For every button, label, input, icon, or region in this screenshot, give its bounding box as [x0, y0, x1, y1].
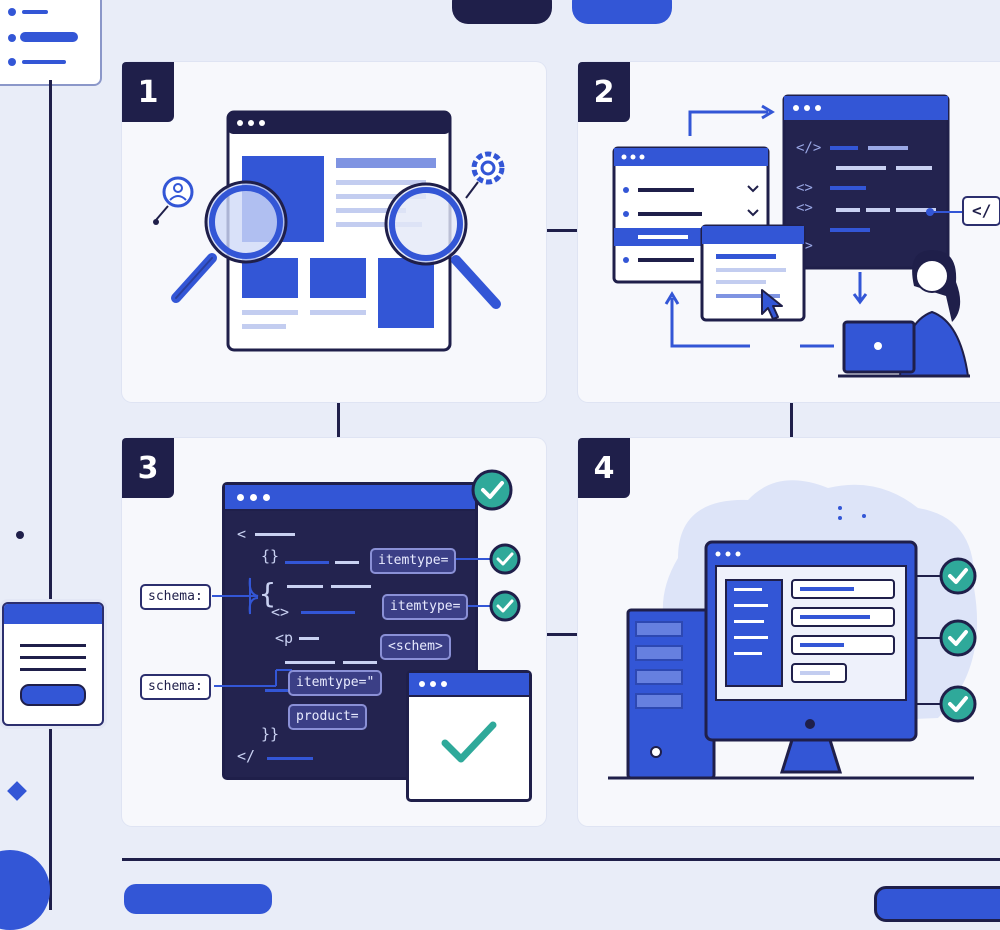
top-pill-blue [572, 0, 672, 24]
checkmark-icon [939, 685, 977, 723]
person-laptop-icon [838, 250, 970, 378]
gear-icon [465, 151, 505, 199]
connector-2-4 [790, 402, 793, 438]
step-card-3: 3 < {} { <> <p }} </ sc [122, 438, 546, 826]
bottom-divider-line [122, 858, 1000, 861]
magnifier-icon [384, 182, 501, 309]
code-tag-badge: </ [962, 196, 1000, 226]
schema-label: schema: [140, 584, 211, 610]
desktop-computer-icon [608, 480, 978, 780]
step-number-3: 3 [122, 438, 174, 498]
timeline-vertical-line [49, 80, 52, 910]
checkmark-icon [489, 590, 521, 622]
code-glyph: < [237, 525, 247, 543]
code-editor-illustration: </> <> <> /> [612, 94, 964, 348]
diamond-marker [7, 781, 27, 801]
code-glyph: }} [261, 725, 280, 743]
schema-label: schema: [140, 674, 211, 700]
left-window-card [2, 602, 104, 726]
top-pill-dark [452, 0, 552, 24]
svg-text:<>: <> [796, 200, 813, 216]
step-card-1: 1 [122, 62, 546, 402]
cursor-icon [761, 289, 783, 320]
itemtype-tag: itemtype=" [288, 670, 383, 696]
step-number-2: 2 [578, 62, 630, 122]
code-glyph: {} [261, 547, 280, 565]
code-glyph: <> [271, 603, 290, 621]
checkmark-icon [939, 619, 977, 657]
schema-connectors [212, 558, 492, 687]
top-left-panel-fragment [0, 0, 102, 86]
step-card-4: 4 [578, 438, 1000, 826]
code-glyph: { [259, 577, 276, 610]
bottom-pill-dark-right [874, 886, 1000, 922]
itemtype-tag: itemtype= [382, 594, 469, 620]
connector-3-4 [546, 633, 580, 636]
step-number-4: 4 [578, 438, 630, 498]
schema-tag: <schem> [380, 634, 451, 660]
validation-window [406, 670, 532, 802]
bottom-pill-blue [124, 884, 272, 914]
timeline-dot [16, 531, 24, 539]
checkmark-icon [471, 469, 513, 511]
product-tag: product= [288, 704, 367, 730]
svg-text:</>: </> [796, 140, 821, 156]
itemtype-tag: itemtype= [370, 548, 457, 574]
blue-circle-decoration [0, 850, 50, 930]
connector-1-3 [337, 402, 340, 438]
step-number-1: 1 [122, 62, 174, 122]
checkmark-icon [489, 543, 521, 575]
svg-text:<>: <> [796, 180, 813, 196]
code-glyph: </ [237, 747, 256, 765]
checkmark-icon [441, 721, 497, 763]
code-glyph: <p [275, 629, 294, 647]
step-card-2: 2 </> [578, 62, 1000, 402]
checkmark-icon [939, 557, 977, 595]
webpage-analysis-illustration [226, 110, 452, 352]
connector-1-2 [546, 229, 580, 232]
magnifier-icon [171, 180, 288, 303]
user-icon [153, 176, 194, 225]
